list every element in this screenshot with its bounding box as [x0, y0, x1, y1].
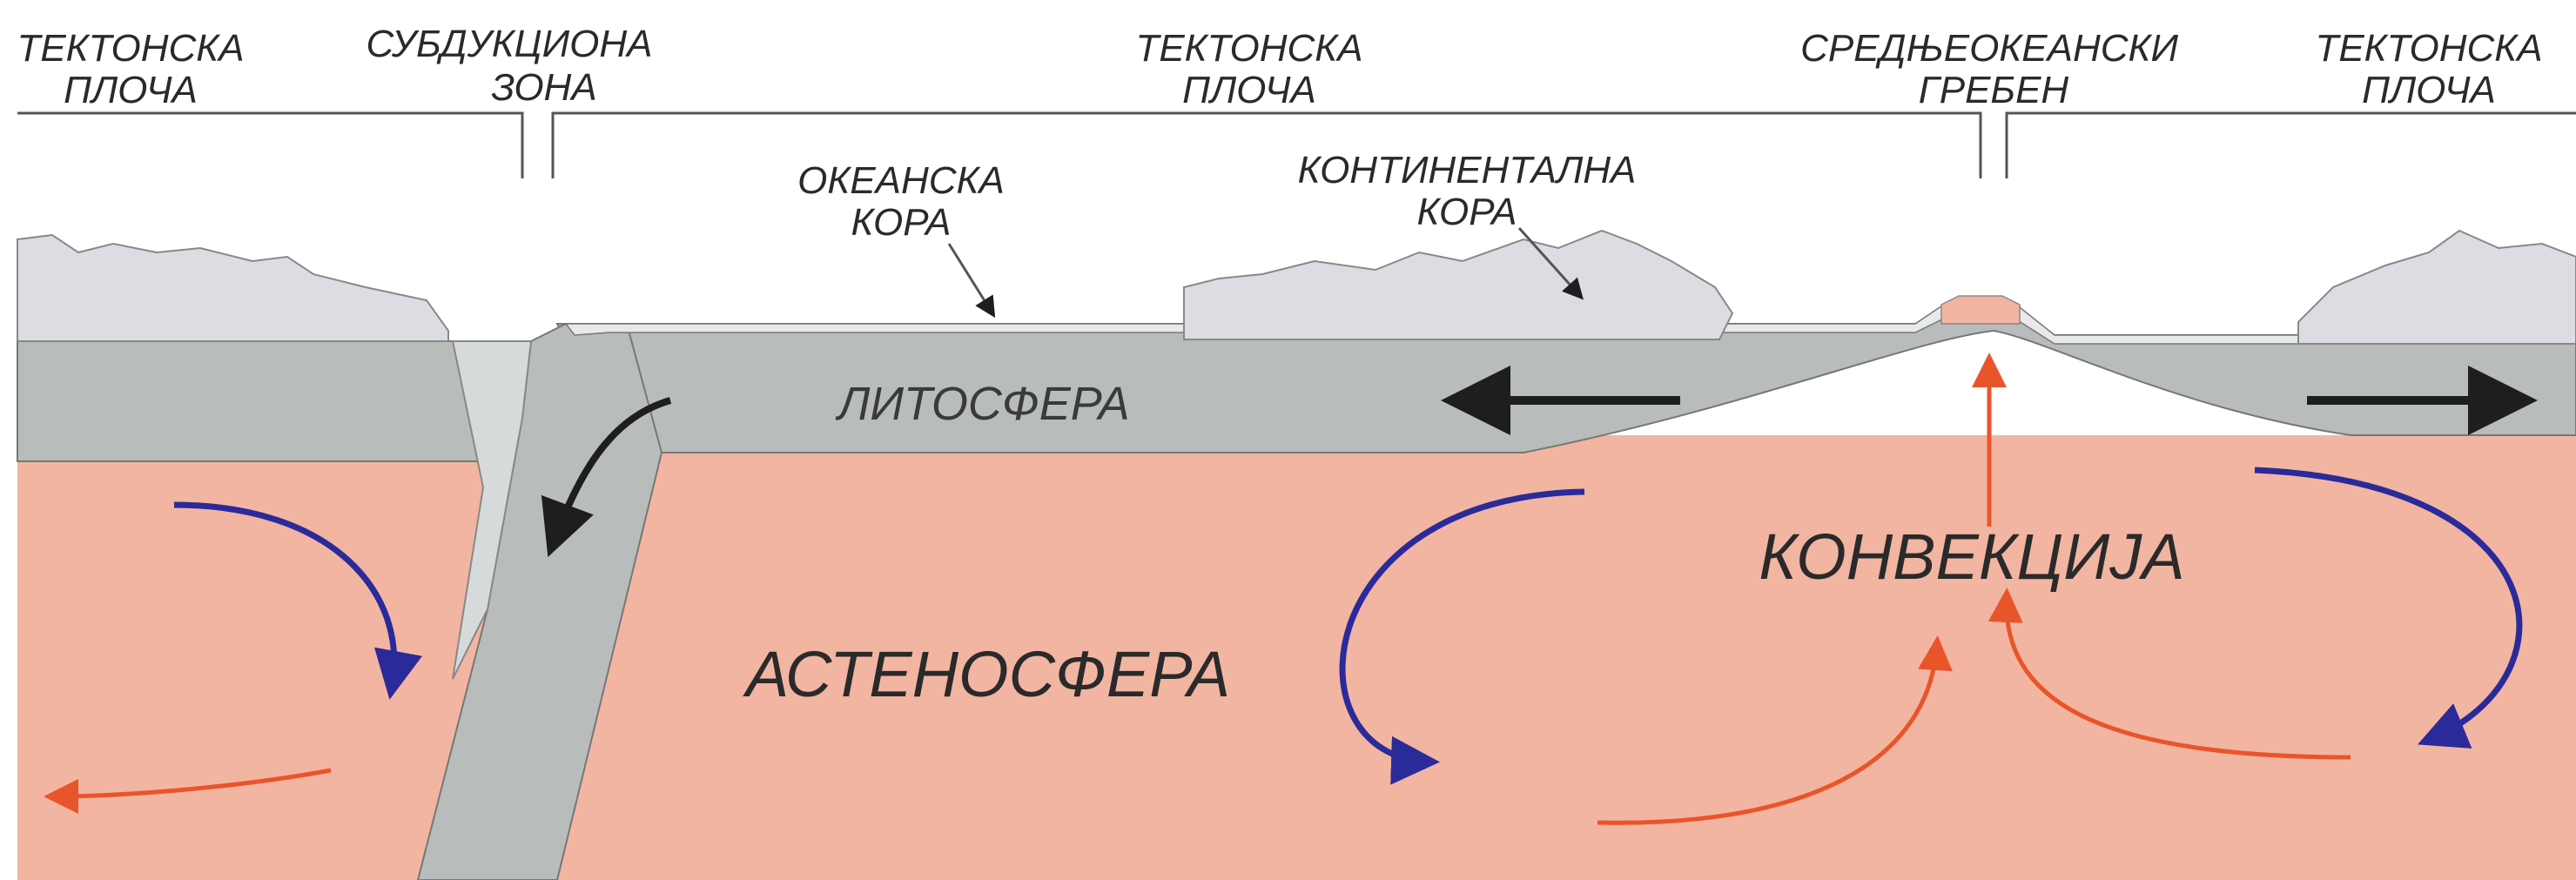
bracket-middle-plate [553, 113, 1981, 178]
oceanic-crust-pointer [949, 244, 992, 313]
label-convection: КОНВЕКЦИЈА [1759, 521, 2184, 593]
label-ridge-line1: СРЕДЊЕОКЕАНСКИ [1800, 27, 2178, 70]
continental-crust-middle [1184, 231, 1732, 339]
ridge-peak [1941, 296, 2020, 324]
label-continental-crust-line2: КОРА [1417, 191, 1517, 233]
lithosphere-left-layer [17, 341, 522, 461]
bracket-left-plate [17, 113, 522, 178]
label-plate-middle-line1: ТЕКТОНСКА [1135, 27, 1362, 70]
label-plate-right-line1: ТЕКТОНСКА [2315, 27, 2542, 70]
label-oceanic-crust-line1: ОКЕАНСКА [797, 159, 1005, 202]
label-subduction-line1: СУБДУКЦИОНА [367, 23, 653, 65]
label-lithosphere: ЛИТОСФЕРА [835, 378, 1129, 430]
label-plate-left-line1: ТЕКТОНСКА [17, 27, 244, 70]
label-continental-crust-line1: КОНТИНЕНТАЛНА [1298, 149, 1637, 191]
label-ridge-line2: ГРЕБЕН [1919, 69, 2069, 111]
continental-crust-left [17, 235, 448, 341]
bracket-right-plate [2007, 113, 2576, 178]
asthenosphere-layer [17, 435, 2576, 880]
label-subduction-line2: ЗОНА [491, 66, 596, 109]
label-oceanic-crust-line2: КОРА [851, 201, 952, 244]
continental-crust-right [2298, 231, 2576, 344]
label-plate-right-line2: ПЛОЧА [2362, 69, 2496, 111]
label-asthenosphere: АСТЕНОСФЕРА [743, 638, 1230, 710]
label-plate-left-line2: ПЛОЧА [64, 69, 198, 111]
label-plate-middle-line2: ПЛОЧА [1182, 69, 1316, 111]
